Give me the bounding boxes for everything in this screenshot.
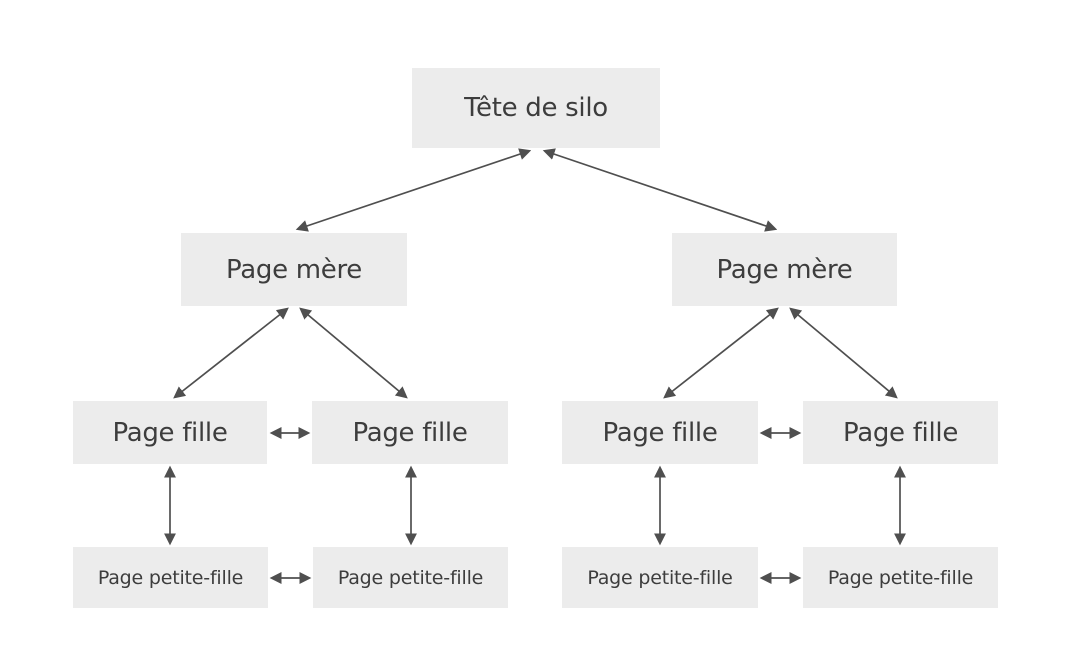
arrow-motherL-daughter2: [299, 307, 408, 399]
node-silo-head: Tête de silo: [412, 68, 660, 148]
node-daughter-page-3: Page fille: [562, 401, 758, 464]
node-granddaughter-page-3: Page petite-fille: [562, 547, 758, 608]
node-granddaughter-page-4: Page petite-fille: [803, 547, 998, 608]
arrow-motherR-daughter4: [789, 307, 898, 399]
node-daughter-page-4: Page fille: [803, 401, 998, 464]
node-mother-page-left: Page mère: [181, 233, 407, 306]
arrow-root-mother-left: [295, 148, 532, 232]
arrow-motherR-daughter3: [663, 307, 779, 399]
node-mother-page-right: Page mère: [672, 233, 897, 306]
node-granddaughter-page-1: Page petite-fille: [73, 547, 268, 608]
node-daughter-page-2: Page fille: [312, 401, 508, 464]
arrow-root-mother-right: [542, 148, 778, 232]
node-granddaughter-page-2: Page petite-fille: [313, 547, 508, 608]
arrow-motherL-daughter1: [173, 307, 289, 399]
node-daughter-page-1: Page fille: [73, 401, 267, 464]
